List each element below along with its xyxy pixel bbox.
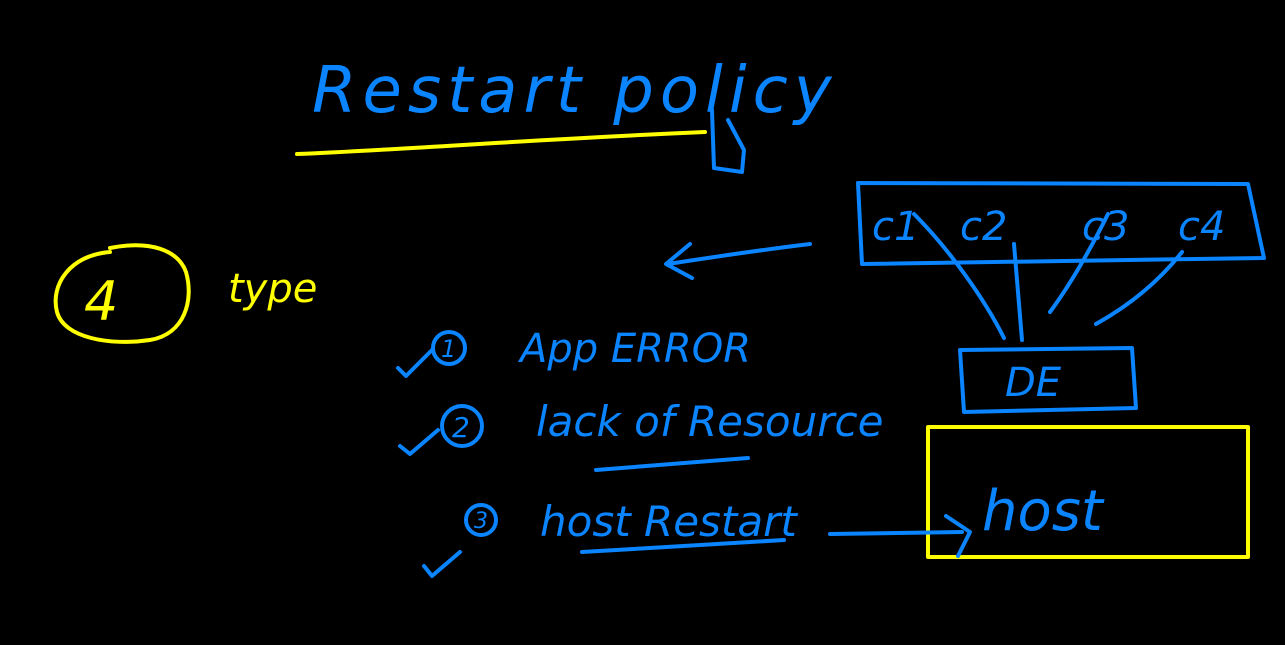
connection-lines [912, 212, 1184, 342]
host-box [926, 425, 1250, 559]
host-restart-overline [594, 456, 750, 472]
cause-label-1: App ERROR [517, 326, 751, 372]
container-label-c3: c3 [1082, 204, 1129, 250]
check-mark-1 [396, 348, 434, 378]
number-circle-3 [464, 503, 498, 537]
cause-label-2: lack of Resource [536, 397, 883, 446]
left-arrow [664, 242, 812, 280]
type-label: type [228, 266, 317, 312]
type-count-number: 4 [84, 270, 118, 333]
link-c2 [1012, 242, 1024, 342]
host-restart-underline [580, 538, 786, 554]
cause-label-3: host Restart [540, 497, 798, 546]
number-circle-1 [431, 330, 467, 366]
cause-item-1: 1 App ERROR [396, 326, 751, 378]
link-c3 [1048, 212, 1110, 314]
container-box [856, 181, 1266, 266]
engine-box [958, 346, 1138, 414]
host-arrow [828, 514, 972, 558]
check-mark-2 [398, 428, 440, 456]
number-circle-2 [440, 404, 484, 448]
link-c4 [1094, 250, 1184, 326]
title-text: Restart policy [312, 54, 838, 128]
cause-number-3: 3 [474, 509, 488, 534]
cause-number-2: 2 [452, 411, 470, 444]
container-label-c1: c1 [872, 204, 919, 250]
type-count-circle [53, 243, 191, 344]
check-mark-3 [422, 550, 462, 578]
title-y-descender [710, 108, 746, 174]
container-label-c4: c4 [1178, 204, 1225, 250]
link-c1 [912, 212, 1006, 340]
cause-item-3: 3 host Restart [422, 456, 798, 578]
container-labels: c1 c2 c3 c4 [872, 204, 1225, 250]
engine-label: DE [1005, 360, 1062, 406]
cause-item-2: 2 lack of Resource [398, 397, 883, 456]
title-underline [295, 130, 707, 156]
host-label: host [982, 479, 1105, 544]
container-label-c2: c2 [960, 204, 1007, 250]
cause-number-1: 1 [441, 335, 456, 363]
